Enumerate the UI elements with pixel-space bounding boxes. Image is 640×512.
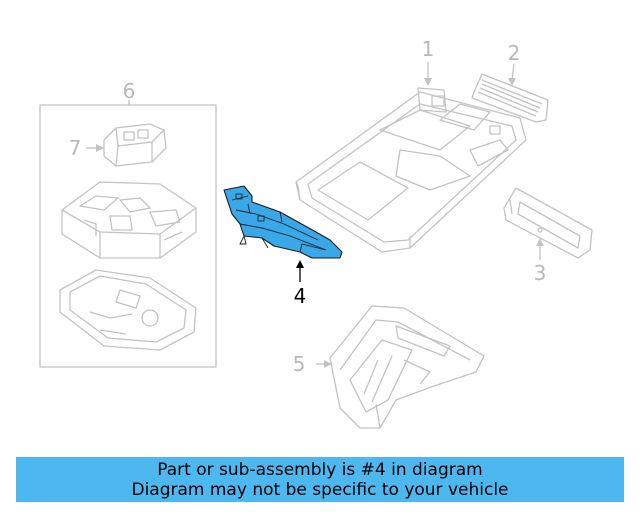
callout-4: 4 (294, 284, 307, 308)
part-4-bracket-highlighted (223, 185, 343, 259)
info-banner: Part or sub-assembly is #4 in diagram Di… (16, 457, 624, 502)
banner-line-part: Part or sub-assembly is #4 in diagram (157, 459, 483, 480)
callout-5: 5 (293, 352, 306, 376)
part-1-console-tray (295, 87, 527, 253)
callout-6: 6 (123, 79, 136, 103)
callout-7: 7 (69, 136, 82, 160)
part-5-trim (329, 305, 485, 429)
callout-3: 3 (534, 261, 547, 285)
part-7-switch (98, 123, 167, 167)
callout-1: 1 (422, 37, 435, 61)
part-2-lamp (471, 73, 549, 123)
part-3-panel (503, 187, 593, 259)
part-6-housing (61, 181, 197, 259)
part-6-lens (59, 269, 197, 351)
assembly-group-box (39, 104, 217, 368)
parts-diagram: 1 2 3 4 5 6 7 (39, 37, 593, 429)
banner-line-disclaimer: Diagram may not be specific to your vehi… (131, 479, 509, 500)
callout-2: 2 (508, 41, 521, 65)
